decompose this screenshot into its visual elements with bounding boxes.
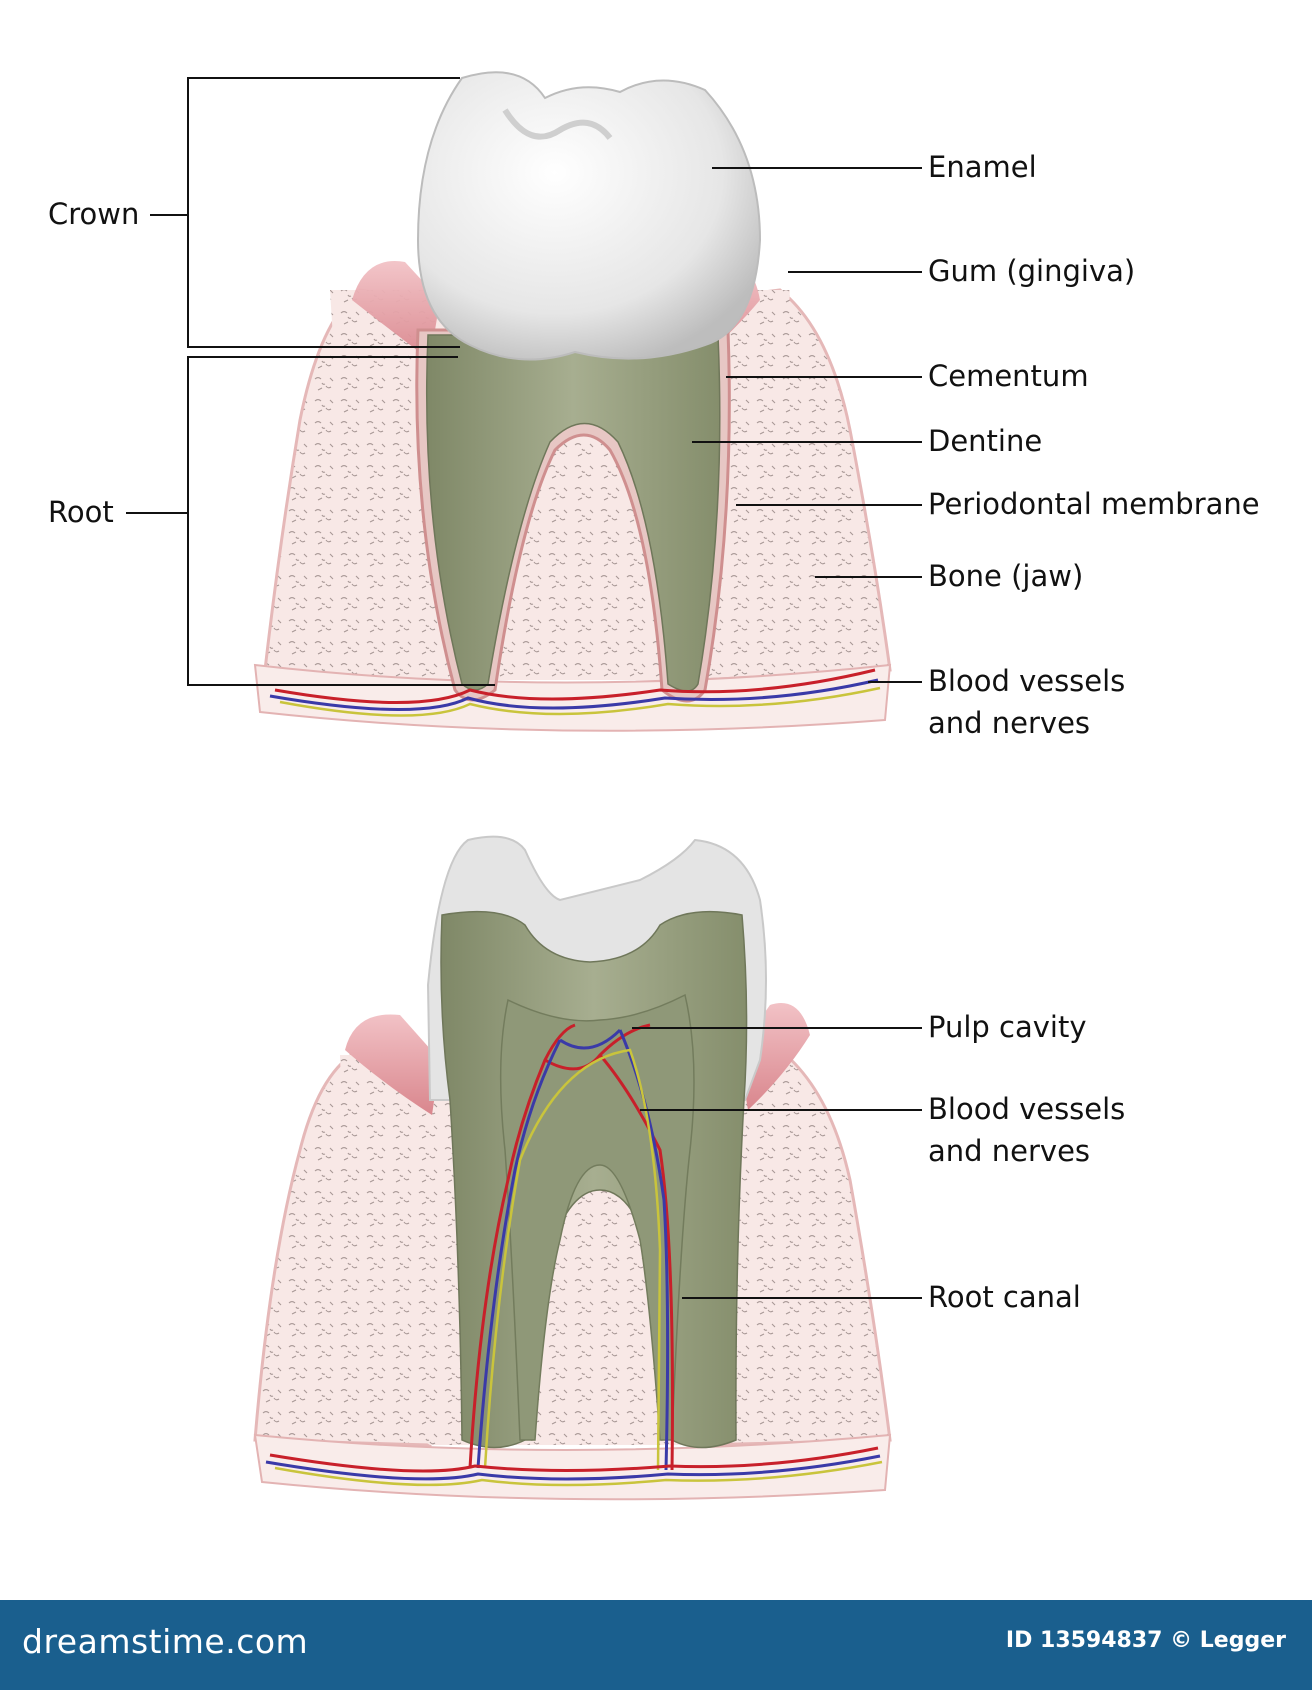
tooth-anatomy-diagram: Crown Root Enamel Gum (gingiva) Cementum… [48, 71, 1260, 1501]
label-dentine: Dentine [928, 424, 1043, 458]
bottom-gum-left [345, 1014, 440, 1115]
label-blood-vessels-bottom-line2: and nerves [928, 1134, 1091, 1168]
label-root-canal: Root canal [928, 1280, 1081, 1314]
footer-credit: ID 13594837 © Legger [1005, 1628, 1286, 1653]
footer-logo[interactable]: dreamstime.com [22, 1622, 309, 1661]
label-bone-jaw: Bone (jaw) [928, 559, 1084, 593]
label-pulp-cavity: Pulp cavity [928, 1010, 1087, 1044]
bottom-tooth-illustration [253, 835, 892, 1501]
bottom-vessels-nerves [265, 1023, 883, 1487]
label-crown: Crown [48, 197, 140, 231]
top-nerve [279, 686, 881, 717]
top-vessel-vein [269, 678, 879, 712]
top-tooth-illustration [253, 71, 892, 732]
label-gum: Gum (gingiva) [928, 254, 1136, 288]
bottom-leader-lines [632, 1027, 922, 1299]
label-root: Root [48, 495, 114, 529]
top-dentine [425, 334, 721, 692]
label-enamel: Enamel [928, 150, 1037, 184]
label-blood-vessels-bottom-line1: Blood vessels [928, 1092, 1126, 1126]
top-vessel-artery [274, 668, 876, 704]
diagram-illustration [126, 71, 922, 1501]
top-leader-lines [126, 77, 922, 686]
label-blood-vessels-top-line1: Blood vessels [928, 664, 1126, 698]
label-cementum: Cementum [928, 359, 1089, 393]
label-periodontal-membrane: Periodontal membrane [928, 487, 1260, 521]
label-blood-vessels-top-line2: and nerves [928, 706, 1091, 740]
footer-bar: dreamstime.com ID 13594837 © Legger [0, 1600, 1312, 1690]
top-enamel-crown [416, 71, 762, 361]
